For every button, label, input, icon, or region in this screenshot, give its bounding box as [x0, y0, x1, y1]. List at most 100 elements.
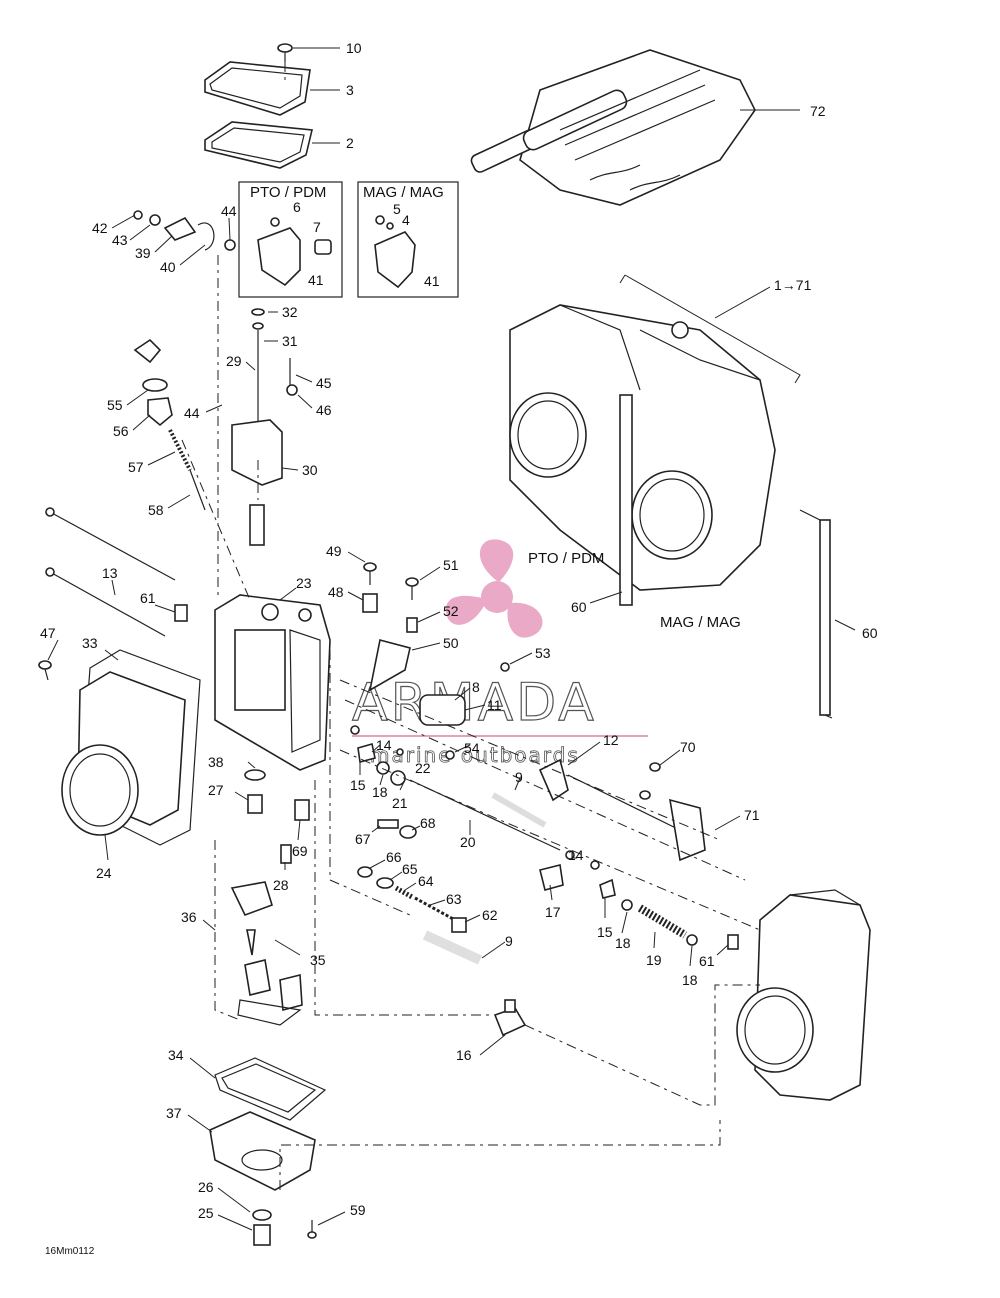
label-14a: 14 — [376, 737, 392, 753]
label-28: 28 — [273, 877, 289, 893]
label-27: 27 — [208, 782, 224, 798]
label-16: 16 — [456, 1047, 472, 1063]
label-30: 30 — [302, 462, 318, 478]
label-32: 32 — [282, 304, 298, 320]
label-33: 33 — [82, 635, 98, 651]
label-71: 71 — [744, 807, 760, 823]
label-17: 17 — [545, 904, 561, 920]
label-18a: 18 — [372, 784, 388, 800]
label-41b: 41 — [424, 273, 440, 289]
part-34-bowl-gasket — [214, 1057, 327, 1121]
pto-pdm-box-title: PTO / PDM — [250, 184, 326, 201]
label-72: 72 — [810, 103, 826, 119]
label-35: 35 — [310, 952, 326, 968]
label-64: 64 — [418, 873, 434, 889]
label-65: 65 — [402, 861, 418, 877]
part-24-intake-flange — [61, 671, 186, 836]
label-59: 59 — [350, 1202, 366, 1218]
label-23: 23 — [296, 575, 312, 591]
watermark-tagline: marine outboards — [370, 743, 580, 767]
assembly-bracket — [619, 274, 801, 384]
label-52: 52 — [443, 603, 459, 619]
label-1-71: 1→71 — [774, 277, 812, 293]
label-55: 55 — [107, 397, 123, 413]
label-41a: 41 — [308, 272, 324, 288]
label-11: 11 — [487, 697, 502, 713]
label-9a: 9 — [515, 769, 523, 785]
part-47-screw — [38, 660, 52, 681]
label-40: 40 — [160, 259, 176, 275]
label-36: 36 — [181, 909, 197, 925]
label-63: 63 — [446, 891, 462, 907]
label-13: 13 — [102, 565, 118, 581]
label-70: 70 — [680, 739, 696, 755]
label-24: 24 — [96, 865, 112, 881]
label-60b: 60 — [862, 625, 878, 641]
small-parts-row — [350, 725, 698, 965]
mag-mag-box: MAG / MAG — [357, 181, 459, 298]
label-68: 68 — [420, 815, 436, 831]
part-23-carb-body — [214, 594, 331, 771]
label-43: 43 — [112, 232, 128, 248]
assembly-label-mag-mag: MAG / MAG — [660, 614, 741, 631]
label-8: 8 — [472, 679, 480, 695]
label-10: 10 — [346, 40, 362, 56]
label-66: 66 — [386, 849, 402, 865]
label-45: 45 — [316, 375, 332, 391]
label-57: 57 — [128, 459, 144, 475]
label-53: 53 — [535, 645, 551, 661]
label-34: 34 — [168, 1047, 184, 1063]
label-60a: 60 — [571, 599, 587, 615]
label-9b: 9 — [505, 933, 513, 949]
label-67: 67 — [355, 831, 371, 847]
part-59-screw — [307, 1220, 317, 1239]
throttle-components — [362, 562, 706, 862]
label-56: 56 — [113, 423, 129, 439]
label-18c: 18 — [682, 972, 698, 988]
part-16-fitting — [493, 999, 527, 1037]
label-38: 38 — [208, 754, 224, 770]
label-50: 50 — [443, 635, 459, 651]
pto-pdm-box: PTO / PDM — [238, 181, 343, 298]
label-25: 25 — [198, 1205, 214, 1221]
label-4: 4 — [402, 212, 410, 228]
leader-lines — [47, 47, 856, 1231]
label-62: 62 — [482, 907, 498, 923]
part-13-rods — [45, 507, 176, 637]
label-54: 54 — [464, 740, 480, 756]
label-42: 42 — [92, 220, 108, 236]
label-19: 19 — [646, 952, 662, 968]
label-14b: 14 — [568, 847, 584, 863]
label-20: 20 — [460, 834, 476, 850]
part-10-screw — [277, 43, 293, 62]
label-31: 31 — [282, 333, 298, 349]
label-48: 48 — [328, 584, 344, 600]
choke-plunger-stack — [133, 338, 206, 511]
figure-code: 16Mm0112 — [45, 1246, 95, 1257]
right-carb-body — [727, 889, 871, 1101]
mag-mag-box-title: MAG / MAG — [363, 184, 444, 201]
label-37: 37 — [166, 1105, 182, 1121]
part-61-cap — [174, 604, 188, 622]
label-7: 7 — [313, 219, 321, 235]
label-2: 2 — [346, 135, 354, 151]
part-3-cover — [204, 61, 311, 116]
label-69: 69 — [292, 843, 308, 859]
label-21: 21 — [392, 795, 408, 811]
armada-logo — [445, 539, 543, 638]
jets-and-float — [230, 769, 310, 1026]
assembled-carburetors — [509, 304, 833, 719]
label-15b: 15 — [597, 924, 613, 940]
connection-lines — [181, 62, 761, 1190]
part-30-slide — [231, 308, 298, 546]
label-3: 3 — [346, 82, 354, 98]
label-6: 6 — [293, 199, 301, 215]
label-39: 39 — [135, 245, 151, 261]
label-29: 29 — [226, 353, 242, 369]
label-47: 47 — [40, 625, 56, 641]
label-58: 58 — [148, 502, 164, 518]
label-44a: 44 — [221, 203, 237, 219]
part-25-26-drain — [252, 1209, 272, 1246]
part-37-float-bowl — [209, 1111, 316, 1191]
